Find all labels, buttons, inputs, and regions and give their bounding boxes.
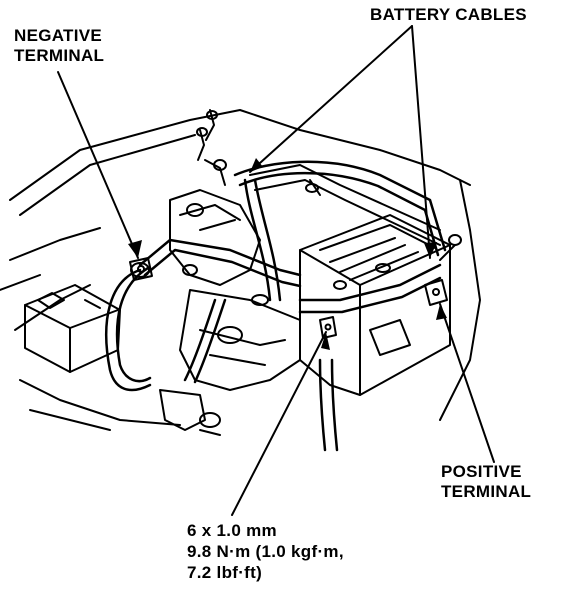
- negative-terminal-label-line1: NEGATIVE: [14, 26, 103, 45]
- positive-terminal-label-line2: TERMINAL: [441, 482, 532, 501]
- bolt-spec-size: 6 x 1.0 mm: [187, 521, 277, 540]
- positive-terminal-label: POSITIVE TERMINAL: [441, 462, 531, 502]
- bolts: [130, 109, 227, 278]
- engine-block: [159, 189, 301, 436]
- negative-terminal-leader: [57, 71, 139, 259]
- battery-cables-leader-left: [249, 25, 413, 173]
- bolt-spec-leader: [231, 331, 327, 516]
- battery-cables[interactable]: [105, 160, 447, 452]
- negative-terminal-label-line2: TERMINAL: [14, 46, 105, 65]
- negative-terminal-clamp[interactable]: [129, 257, 153, 281]
- positive-terminal-leader: [439, 303, 495, 463]
- battery-cables-leader-right: [411, 25, 431, 259]
- arrowheads: [128, 158, 447, 350]
- battery-cables-label: BATTERY CABLES: [370, 5, 527, 25]
- arrowhead-bolt-icon: [321, 332, 330, 350]
- battery-cables-label-text: BATTERY CABLES: [370, 5, 527, 24]
- negative-terminal-label: NEGATIVE TERMINAL: [14, 26, 104, 66]
- arrowhead-cables-left-icon: [250, 158, 263, 172]
- bolt-spec-torque-metric: 9.8 N·m (1.0 kgf·m,: [187, 542, 344, 561]
- positive-terminal-label-line1: POSITIVE: [441, 462, 522, 481]
- battery-holddown: [249, 164, 441, 246]
- positive-terminal-nut[interactable]: [319, 316, 337, 339]
- bolt-spec-label: 6 x 1.0 mm 9.8 N·m (1.0 kgf·m, 7.2 lbf·f…: [187, 520, 344, 583]
- engine-bay-frame: [0, 109, 481, 431]
- battery: [299, 214, 451, 396]
- bolt-spec-torque-imperial: 7.2 lbf·ft): [187, 563, 263, 582]
- arrowhead-cables-right-icon: [424, 242, 437, 258]
- positive-terminal-clamp[interactable]: [424, 279, 448, 306]
- upper-terminal-bolt: [439, 234, 462, 261]
- arrowhead-positive-icon: [436, 304, 447, 320]
- arrowhead-negative-icon: [128, 240, 142, 258]
- leader-lines: [57, 25, 495, 516]
